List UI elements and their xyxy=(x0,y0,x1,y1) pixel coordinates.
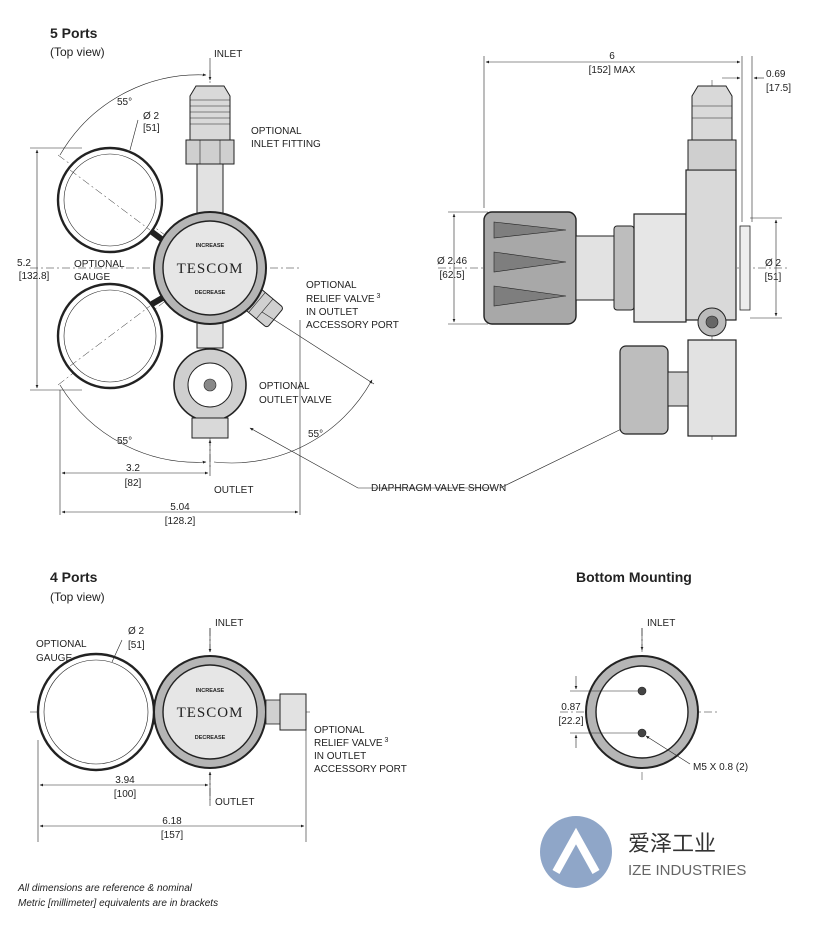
increase-marking: INCREASE xyxy=(196,243,225,249)
angle-55-bottom-left: 55° xyxy=(117,436,132,447)
width-3-2: 3.2 xyxy=(126,463,140,474)
angle-55-bottom-right: 55° xyxy=(308,429,323,440)
ize-logo: 爱泽工业 IZE INDUSTRIES xyxy=(540,816,746,888)
decrease-marking-4p: DECREASE xyxy=(195,735,226,741)
relief-label-4p-1: OPTIONAL xyxy=(314,725,365,736)
gauge-dia-4p-metric: [51] xyxy=(128,640,145,651)
five-ports-subtitle: (Top view) xyxy=(50,45,105,59)
side-view: 6 [152] MAX 0.69 [17.5] Ø 2.46 [62.5] Ø … xyxy=(437,51,791,440)
side-dia-2: Ø 2 xyxy=(765,258,782,269)
bm-0-87: 0.87 xyxy=(561,702,581,713)
four-ports-view: TESCOM INCREASE DECREASE INLET OUTLET OP… xyxy=(30,618,407,842)
five-ports-view: TESCOM INCREASE DECREASE 55° 55° 55° Ø 2… xyxy=(17,49,641,527)
mounting-hole-bottom xyxy=(637,728,647,738)
width-3-94-metric: [100] xyxy=(114,789,136,800)
gauge-4p xyxy=(36,652,156,772)
outlet-valve-label-1: OPTIONAL xyxy=(259,381,310,392)
angle-arc-top xyxy=(59,73,207,156)
tescom-brand-4p: TESCOM xyxy=(177,705,244,721)
gauge-label-4p-1: OPTIONAL xyxy=(36,639,87,650)
bottom-mounting-title: Bottom Mounting xyxy=(576,569,692,585)
angle-arc-bottom-left xyxy=(59,384,207,464)
relief-label-4p-4: ACCESSORY PORT xyxy=(314,764,407,775)
regulator-knob: TESCOM INCREASE DECREASE xyxy=(153,211,267,325)
height-5-2-metric: [132.8] xyxy=(19,271,50,282)
relief-label-1: OPTIONAL xyxy=(306,280,357,291)
five-ports-title: 5 Ports xyxy=(50,25,98,41)
bm-0-87-metric: [22.2] xyxy=(558,716,583,727)
inlet-fitting-label-1: OPTIONAL xyxy=(251,126,302,137)
outlet-valve-label-2: OUTLET VALVE xyxy=(259,395,332,406)
gauge-label-1: OPTIONAL xyxy=(74,259,125,270)
note-reference: All dimensions are reference & nominal xyxy=(17,883,193,894)
increase-marking-4p: INCREASE xyxy=(196,688,225,694)
side-dia-2-46: Ø 2.46 xyxy=(437,256,467,267)
side-dia-2-46-metric: [62.5] xyxy=(439,270,464,281)
gauge-label-2: GAUGE xyxy=(74,272,110,283)
decrease-marking: DECREASE xyxy=(195,290,226,296)
side-width-6: 6 xyxy=(609,51,615,62)
side-0-69-metric: [17.5] xyxy=(766,83,791,94)
outlet-label-5p: OUTLET xyxy=(214,485,253,496)
angle-55-top: 55° xyxy=(117,97,132,108)
inlet-fitting-label-2: INLET FITTING xyxy=(251,139,321,150)
side-0-69: 0.69 xyxy=(766,69,786,80)
inlet-label-4p: INLET xyxy=(215,618,243,629)
side-knob xyxy=(483,211,577,325)
height-5-2: 5.2 xyxy=(17,258,31,269)
inlet-label-5p: INLET xyxy=(214,49,242,60)
side-width-6-metric: [152] MAX xyxy=(589,65,636,76)
four-ports-subtitle: (Top view) xyxy=(50,590,105,604)
logo-cn: 爱泽工业 xyxy=(628,832,716,857)
logo-mark-icon xyxy=(540,816,612,888)
width-3-2-metric: [82] xyxy=(125,478,142,489)
relief-label-4p-3: IN OUTLET xyxy=(314,751,366,762)
relief-label-3: IN OUTLET xyxy=(306,307,358,318)
thread-label: M5 X 0.8 (2) xyxy=(693,762,748,773)
angle-arc-bottom-right xyxy=(213,379,373,464)
outlet-valve xyxy=(173,317,247,439)
note-metric: Metric [millimeter] equivalents are in b… xyxy=(18,898,218,909)
width-5-04: 5.04 xyxy=(170,502,190,513)
tescom-brand: TESCOM xyxy=(177,261,244,277)
width-6-18-metric: [157] xyxy=(161,830,183,841)
gauge-dia-label: Ø 2 xyxy=(143,111,160,122)
gauge-label-4p-2: GAUGE xyxy=(36,653,72,664)
relief-label-4: ACCESSORY PORT xyxy=(306,320,399,331)
width-6-18: 6.18 xyxy=(162,816,182,827)
width-3-94: 3.94 xyxy=(115,775,135,786)
diaphragm-label: DIAPHRAGM VALVE SHOWN xyxy=(371,483,506,494)
mounting-hole-top xyxy=(637,686,647,696)
inlet-label-bm: INLET xyxy=(647,618,675,629)
logo-en: IZE INDUSTRIES xyxy=(628,862,746,879)
relief-axis-line xyxy=(261,311,375,385)
width-5-04-metric: [128.2] xyxy=(165,516,196,527)
bottom-mounting-view: INLET 0.87 [22.2] M5 X 0.8 (2) xyxy=(558,618,748,780)
gauge-dia-metric: [51] xyxy=(143,123,160,134)
four-ports-title: 4 Ports xyxy=(50,569,98,585)
inlet-fitting xyxy=(185,85,235,219)
gauge-dia-4p: Ø 2 xyxy=(128,626,145,637)
outlet-label-4p: OUTLET xyxy=(215,797,254,808)
side-dia-2-metric: [51] xyxy=(765,272,782,283)
